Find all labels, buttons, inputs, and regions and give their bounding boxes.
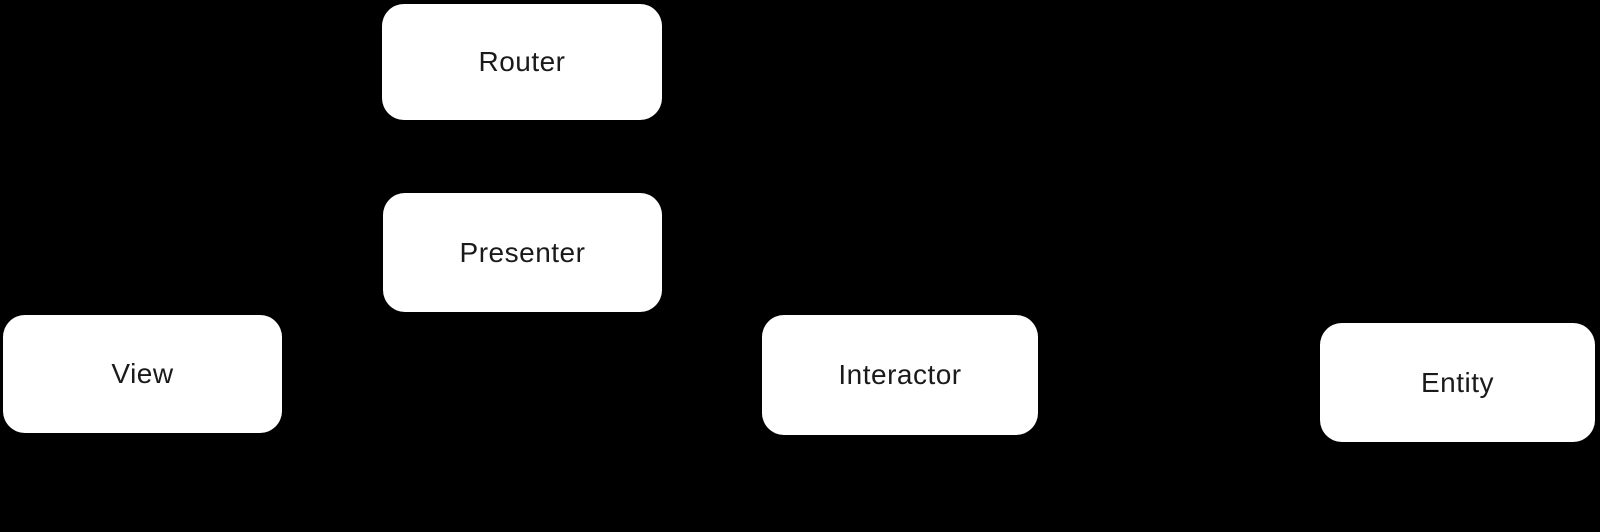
- node-entity: Entity: [1320, 323, 1595, 442]
- node-interactor-label: Interactor: [838, 359, 962, 390]
- node-presenter-label: Presenter: [459, 236, 586, 268]
- node-interactor: Interactor: [762, 315, 1038, 435]
- node-presenter: Presenter: [383, 193, 662, 312]
- node-view-label: View: [111, 358, 174, 389]
- node-entity-label: Entity: [1420, 366, 1495, 398]
- node-router-label: Router: [478, 46, 566, 77]
- node-view: View: [3, 315, 282, 433]
- node-router: Router: [382, 4, 662, 120]
